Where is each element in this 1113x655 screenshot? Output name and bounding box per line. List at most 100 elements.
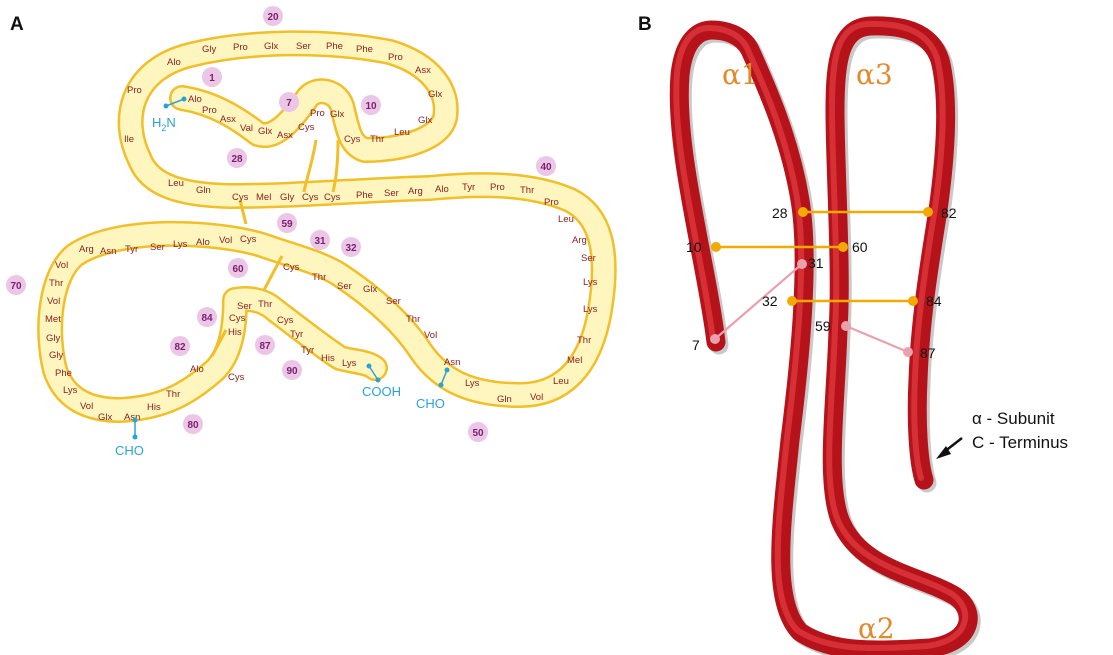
number-badge-84: 84 [197, 307, 217, 327]
residue-label: Gln [196, 185, 211, 196]
residue-label: Arg [572, 235, 587, 246]
bridge-label-82: 82 [941, 205, 957, 221]
bridge-label-31: 31 [808, 255, 824, 271]
residue-label: Tyr [462, 182, 475, 193]
bridge-label-60: 60 [852, 239, 868, 255]
residue-label: Gly [49, 350, 64, 361]
residue-label: Tyr [125, 244, 138, 255]
residue-label: Lys [465, 378, 480, 389]
residue-label: Ser [581, 253, 596, 264]
number-badge-40: 40 [536, 156, 556, 176]
residue-label: Asx [220, 114, 236, 125]
residue-label: Thr [406, 314, 420, 325]
residue-label: Thr [370, 134, 384, 145]
residue-label: Thr [312, 272, 326, 283]
residue-label: Ser [384, 188, 399, 199]
panel-a-letter: A [10, 14, 24, 35]
number-badge-50: 50 [468, 422, 488, 442]
helix-label-a2: α2 [858, 612, 895, 645]
bridge-28-82 [798, 207, 933, 217]
cooh-label: COOH [362, 384, 401, 399]
residue-label: Lys [173, 239, 188, 250]
residue-label: Glx [98, 412, 113, 423]
arrow-icon [936, 438, 962, 459]
bridge-label-87: 87 [920, 345, 936, 361]
residue-label: Gly [280, 192, 295, 203]
residue-label: Ile [124, 134, 134, 145]
residue-label: Thr [520, 185, 534, 196]
residue-label: Lys [342, 358, 357, 369]
bridge-10-60 [711, 242, 848, 252]
residue-label: Ser [296, 41, 311, 52]
residue-label: Lys [583, 304, 598, 315]
residue-label: Pro [233, 42, 248, 53]
bridge-59-87 [841, 321, 913, 357]
residue-label: Tyr [301, 345, 314, 356]
svg-text:28: 28 [231, 154, 243, 165]
residue-label: Thr [258, 299, 272, 310]
residue-label: Leu [553, 376, 569, 387]
residue-label: His [321, 353, 335, 364]
number-badge-87: 87 [255, 335, 275, 355]
svg-text:32: 32 [345, 243, 357, 254]
residue-label: Cys [277, 315, 294, 326]
number-badge-32: 32 [341, 237, 361, 257]
helix-label-a1: α1 [722, 58, 759, 91]
residue-label: Cys [232, 192, 249, 203]
number-badge-90: 90 [282, 360, 302, 380]
number-badge-70: 70 [6, 275, 26, 295]
tube-body [679, 26, 968, 650]
residue-label: Glx [264, 41, 279, 52]
residue-label: Pro [490, 182, 505, 193]
svg-text:10: 10 [365, 101, 377, 112]
residue-label: Vol [47, 296, 60, 307]
residue-label: Vol [219, 235, 232, 246]
residue-label: Glx [258, 126, 273, 137]
residue-label: Arg [79, 244, 94, 255]
residue-label: Mel [256, 192, 271, 203]
number-badge-28: 28 [227, 148, 247, 168]
residue-label: Cys [229, 313, 246, 324]
c-terminus-annotation: α - Subunit C - Terminus [936, 409, 1068, 459]
bridge-label-10: 10 [686, 239, 702, 255]
number-badge-82: 82 [170, 336, 190, 356]
residue-label: Cys [228, 372, 245, 383]
svg-text:31: 31 [314, 236, 326, 247]
residue-label: Cys [298, 122, 315, 133]
svg-text:1: 1 [209, 73, 215, 84]
residue-label: Pro [544, 197, 559, 208]
residue-label: Asn [124, 412, 140, 423]
svg-text:59: 59 [281, 219, 293, 230]
residue-label: Met [45, 314, 61, 325]
residue-label: Mel [567, 355, 582, 366]
residue-label: Ser [337, 281, 352, 292]
residue-label: Pro [127, 85, 142, 96]
residue-label: Tyr [290, 329, 303, 340]
residue-label: Alo [188, 94, 202, 105]
svg-text:20: 20 [267, 12, 279, 23]
residue-label: Alo [435, 184, 449, 195]
residue-label: Cys [344, 134, 361, 145]
residue-label: Cys [302, 192, 319, 203]
residue-label: Alo [167, 57, 181, 68]
svg-text:80: 80 [187, 420, 199, 431]
bridge-label-59: 59 [815, 318, 831, 334]
svg-text:70: 70 [10, 281, 22, 292]
residue-label: Ser [386, 296, 401, 307]
legend-subunit: α - Subunit [972, 409, 1055, 428]
number-badge-20: 20 [263, 6, 283, 26]
svg-text:40: 40 [540, 162, 552, 173]
glycosylation-site-1: CHO [115, 418, 144, 459]
number-badge-60: 60 [228, 258, 248, 278]
residue-label: Pro [202, 105, 217, 116]
residue-label: His [228, 327, 242, 338]
svg-text:H2N: H2N [152, 115, 176, 133]
svg-text:60: 60 [232, 264, 244, 275]
panel-a: A Alo Pro Asx Val Glx Asx Cys Pro Glx Cy… [6, 6, 604, 458]
helix-label-a3: α3 [856, 58, 893, 91]
svg-text:87: 87 [259, 341, 271, 352]
number-badge-59: 59 [277, 213, 297, 233]
number-badge-31: 31 [310, 230, 330, 250]
svg-text:82: 82 [174, 342, 186, 353]
residue-label: Asn [100, 246, 116, 257]
